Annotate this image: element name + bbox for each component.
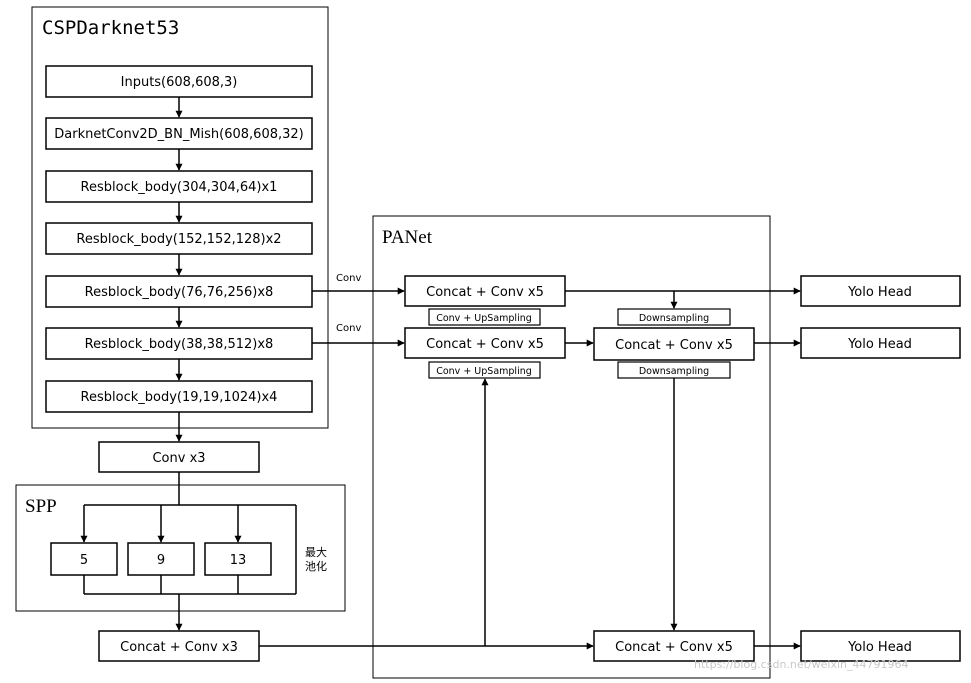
panet-concat-label: Concat + Conv x5 <box>426 285 544 300</box>
backbone-block-label: Resblock_body(304,304,64)x1 <box>81 180 278 195</box>
connector-arrows <box>259 287 801 650</box>
backbone-title: CSPDarknet53 <box>42 17 179 39</box>
spp-note-line: 池化 <box>305 559 327 573</box>
backbone-block-label: Resblock_body(152,152,128)x2 <box>76 232 281 247</box>
spp-pool-label: 5 <box>80 553 88 568</box>
downsampling-tag: Downsampling <box>617 361 731 379</box>
yolo-head-label: Yolo Head <box>847 285 912 300</box>
backbone-block: Resblock_body(76,76,256)x8 <box>45 275 313 308</box>
conv-x3-block: Conv x3 <box>98 441 260 473</box>
upsampling-tag-label: Conv + UpSampling <box>436 313 532 324</box>
downsampling-tag: Downsampling <box>617 308 731 326</box>
panet-concat-label: Concat + Conv x5 <box>426 337 544 352</box>
backbone-block-label: Resblock_body(38,38,512)x8 <box>85 337 274 352</box>
panet-concat-block: Concat + Conv x5 <box>404 275 566 307</box>
backbone-block-label: Resblock_body(19,19,1024)x4 <box>81 390 278 405</box>
spp-note: 最大 池化 <box>305 545 327 573</box>
spp-pool-box: 5 <box>50 542 118 576</box>
panet-concat-block: Concat + Conv x5 <box>593 327 755 361</box>
upsampling-tag-label: Conv + UpSampling <box>436 366 532 377</box>
backbone-block-label: Inputs(608,608,3) <box>121 75 238 90</box>
yolo-head-label: Yolo Head <box>847 337 912 352</box>
upsampling-tag: Conv + UpSampling <box>428 308 541 326</box>
spp-group: SPP <box>15 484 346 612</box>
conv-edge-labels: Conv Conv <box>336 273 361 334</box>
backbone-block-label: DarknetConv2D_BN_Mish(608,608,32) <box>54 127 304 142</box>
yolo-head-block: Yolo Head <box>800 327 961 359</box>
panet-concat-block: Concat + Conv x5 <box>593 630 755 662</box>
yolo-head-block: Yolo Head <box>800 275 961 307</box>
spp-pool-box: 9 <box>127 542 195 576</box>
backbone-block: Inputs(608,608,3) <box>45 65 313 98</box>
backbone-group: CSPDarknet53 <box>31 6 329 429</box>
panet-group: PANet <box>372 215 771 679</box>
concat-conv-x3-label: Concat + Conv x3 <box>120 640 238 655</box>
spp-pool-label: 9 <box>157 553 165 568</box>
conv-edge-label: Conv <box>336 323 361 334</box>
spp-title: SPP <box>25 496 57 517</box>
concat-conv-x3-block: Concat + Conv x3 <box>98 630 260 662</box>
yolo-head-block: Yolo Head <box>800 630 961 662</box>
conv-x3-label: Conv x3 <box>152 451 205 466</box>
spp-note-line: 最大 <box>305 545 327 559</box>
downsampling-tag-label: Downsampling <box>639 313 709 324</box>
yolo-head-label: Yolo Head <box>847 640 912 655</box>
upsampling-tag: Conv + UpSampling <box>428 361 541 379</box>
backbone-block-label: Resblock_body(76,76,256)x8 <box>85 285 274 300</box>
backbone-block: Resblock_body(38,38,512)x8 <box>45 327 313 360</box>
panet-concat-label: Concat + Conv x5 <box>615 338 733 353</box>
spp-pool-box: 13 <box>204 542 272 576</box>
conv-edge-label: Conv <box>336 273 361 284</box>
backbone-block: Resblock_body(152,152,128)x2 <box>45 222 313 255</box>
backbone-block: Resblock_body(304,304,64)x1 <box>45 170 313 203</box>
panet-title: PANet <box>382 227 433 248</box>
backbone-block: Resblock_body(19,19,1024)x4 <box>45 380 313 413</box>
watermark-text: https://blog.csdn.net/weixin_44791964 <box>694 658 909 671</box>
panet-concat-label: Concat + Conv x5 <box>615 640 733 655</box>
downsampling-tag-label: Downsampling <box>639 366 709 377</box>
spp-connectors <box>80 472 297 631</box>
spp-pool-label: 13 <box>230 553 247 568</box>
panet-concat-block: Concat + Conv x5 <box>404 327 566 359</box>
backbone-block: DarknetConv2D_BN_Mish(608,608,32) <box>45 117 313 150</box>
